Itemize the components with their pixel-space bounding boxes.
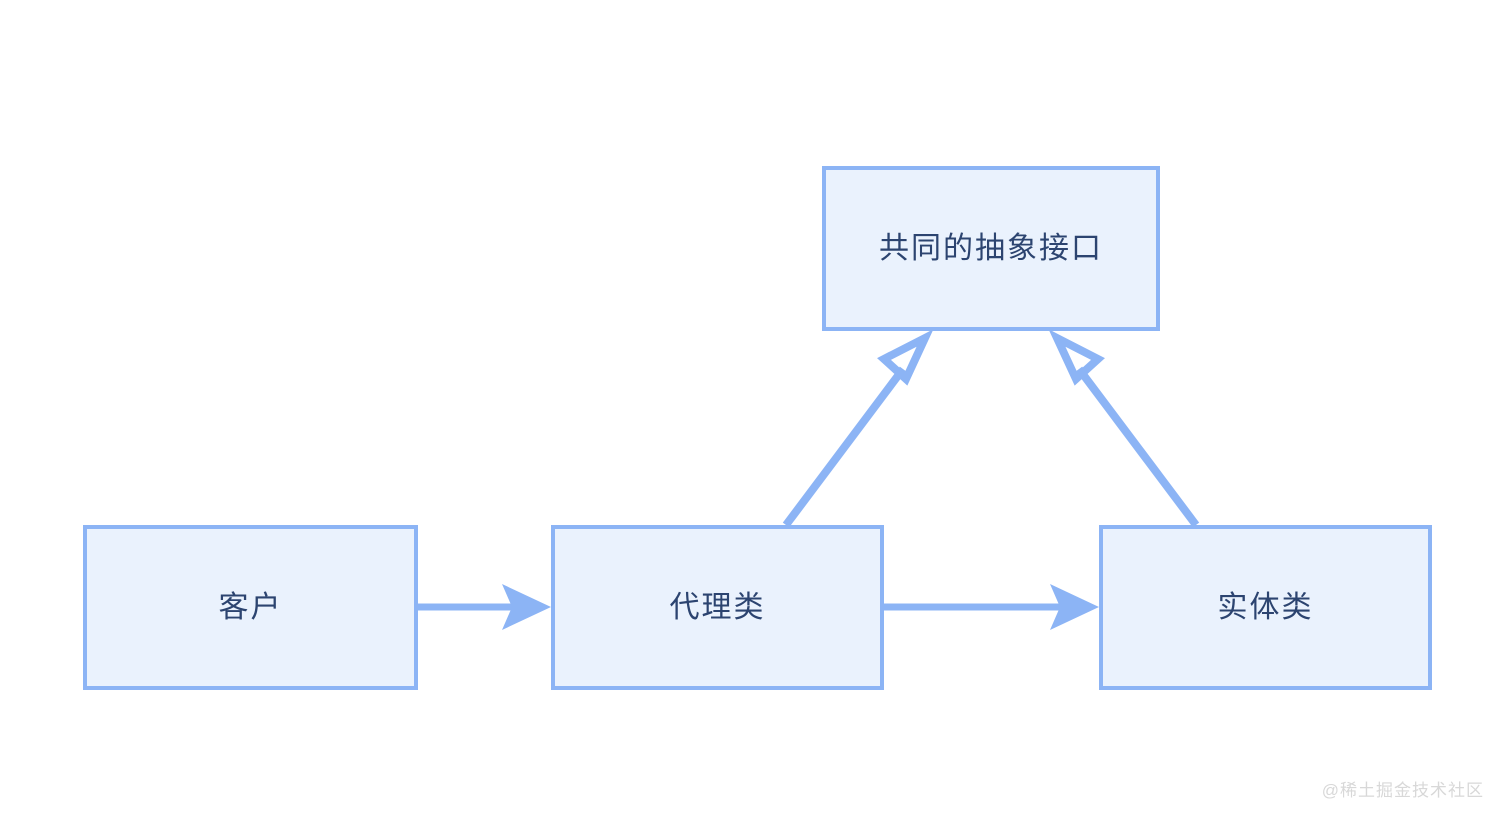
watermark: @稀土掘金技术社区 — [1321, 781, 1484, 800]
node-entity-class-label: 实体类 — [1217, 590, 1314, 624]
edge-entity-to-interface-line — [1075, 366, 1200, 528]
node-abstract-interface-label: 共同的抽象接口 — [879, 231, 1103, 265]
node-client[interactable]: 客户 — [83, 525, 418, 690]
edge-proxy-to-interface-arrowhead — [877, 329, 934, 386]
node-proxy-class-label: 代理类 — [669, 590, 766, 624]
node-abstract-interface[interactable]: 共同的抽象接口 — [822, 166, 1160, 331]
edge-proxy-to-entity-arrowhead — [1050, 584, 1099, 630]
edge-proxy-to-interface — [782, 329, 934, 528]
node-client-label: 客户 — [218, 590, 283, 624]
edge-entity-to-interface-arrowhead — [1048, 329, 1105, 386]
edge-client-to-proxy — [418, 584, 551, 630]
edge-client-to-proxy-arrowhead — [502, 584, 551, 630]
edge-proxy-to-entity — [884, 584, 1099, 630]
edge-proxy-to-interface-line — [782, 366, 907, 528]
node-proxy-class[interactable]: 代理类 — [551, 525, 884, 690]
node-entity-class[interactable]: 实体类 — [1099, 525, 1432, 690]
edge-entity-to-interface — [1048, 329, 1200, 528]
